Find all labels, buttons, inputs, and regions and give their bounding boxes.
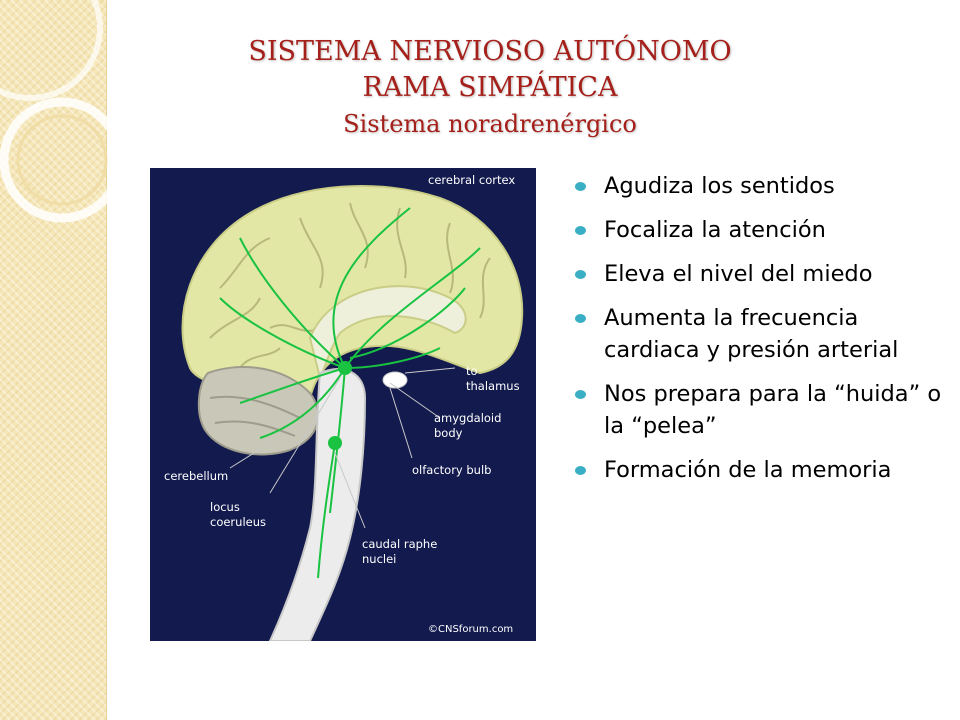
bullet-dot-icon — [575, 182, 586, 191]
label-nuclei: nuclei — [362, 552, 396, 566]
slide-title: SISTEMA NERVIOSO AUTÓNOMO RAMA SIMPÁTICA… — [150, 34, 830, 142]
label-body: body — [434, 426, 463, 440]
bullet-dot-icon — [575, 226, 586, 235]
label-credit: ©CNSforum.com — [428, 624, 513, 635]
title-line-1: SISTEMA NERVIOSO AUTÓNOMO — [248, 36, 732, 67]
label-olfactory-bulb: olfactory bulb — [412, 463, 491, 477]
bullet-item: Eleva el nivel del miedo — [572, 258, 942, 290]
bullet-item: Aumenta la frecuencia cardiaca y presión… — [572, 302, 942, 366]
bullet-dot-icon — [575, 270, 586, 279]
brain-diagram: cerebral cortex to thalamus amygdaloid b… — [150, 168, 536, 641]
label-cerebral-cortex: cerebral cortex — [428, 173, 515, 187]
decorative-rings — [0, 0, 125, 223]
cortex-folds — [209, 202, 491, 369]
label-amygdaloid: amygdaloid — [434, 411, 501, 425]
locus-coeruleus-node — [338, 361, 352, 375]
noradrenergic-pathways — [219, 207, 481, 579]
bullet-dot-icon — [575, 314, 586, 323]
label-leaders — [229, 367, 456, 529]
bullet-item: Nos prepara para la “huida” o la “pelea” — [572, 378, 942, 442]
raphe-node — [328, 436, 342, 450]
bullet-item: Agudiza los sentidos — [572, 170, 942, 202]
brainstem-shape — [268, 368, 367, 641]
bullet-dot-icon — [575, 466, 586, 475]
title-line-3: Sistema noradrenérgico — [343, 110, 637, 138]
olfactory-bulb-shape — [382, 371, 408, 389]
label-coeruleus: coeruleus — [210, 515, 266, 529]
bullet-item: Formación de la memoria — [572, 454, 942, 486]
label-locus: locus — [210, 500, 240, 514]
bullet-list: Agudiza los sentidos Focaliza la atenció… — [572, 170, 942, 498]
bullet-item: Focaliza la atención — [572, 214, 942, 246]
label-thalamus: thalamus — [466, 379, 520, 393]
title-line-2: RAMA SIMPÁTICA — [362, 72, 618, 103]
label-cerebellum: cerebellum — [164, 469, 228, 483]
label-to: to — [466, 364, 478, 378]
label-caudal-raphe: caudal raphe — [362, 537, 437, 551]
bullet-dot-icon — [575, 390, 586, 399]
